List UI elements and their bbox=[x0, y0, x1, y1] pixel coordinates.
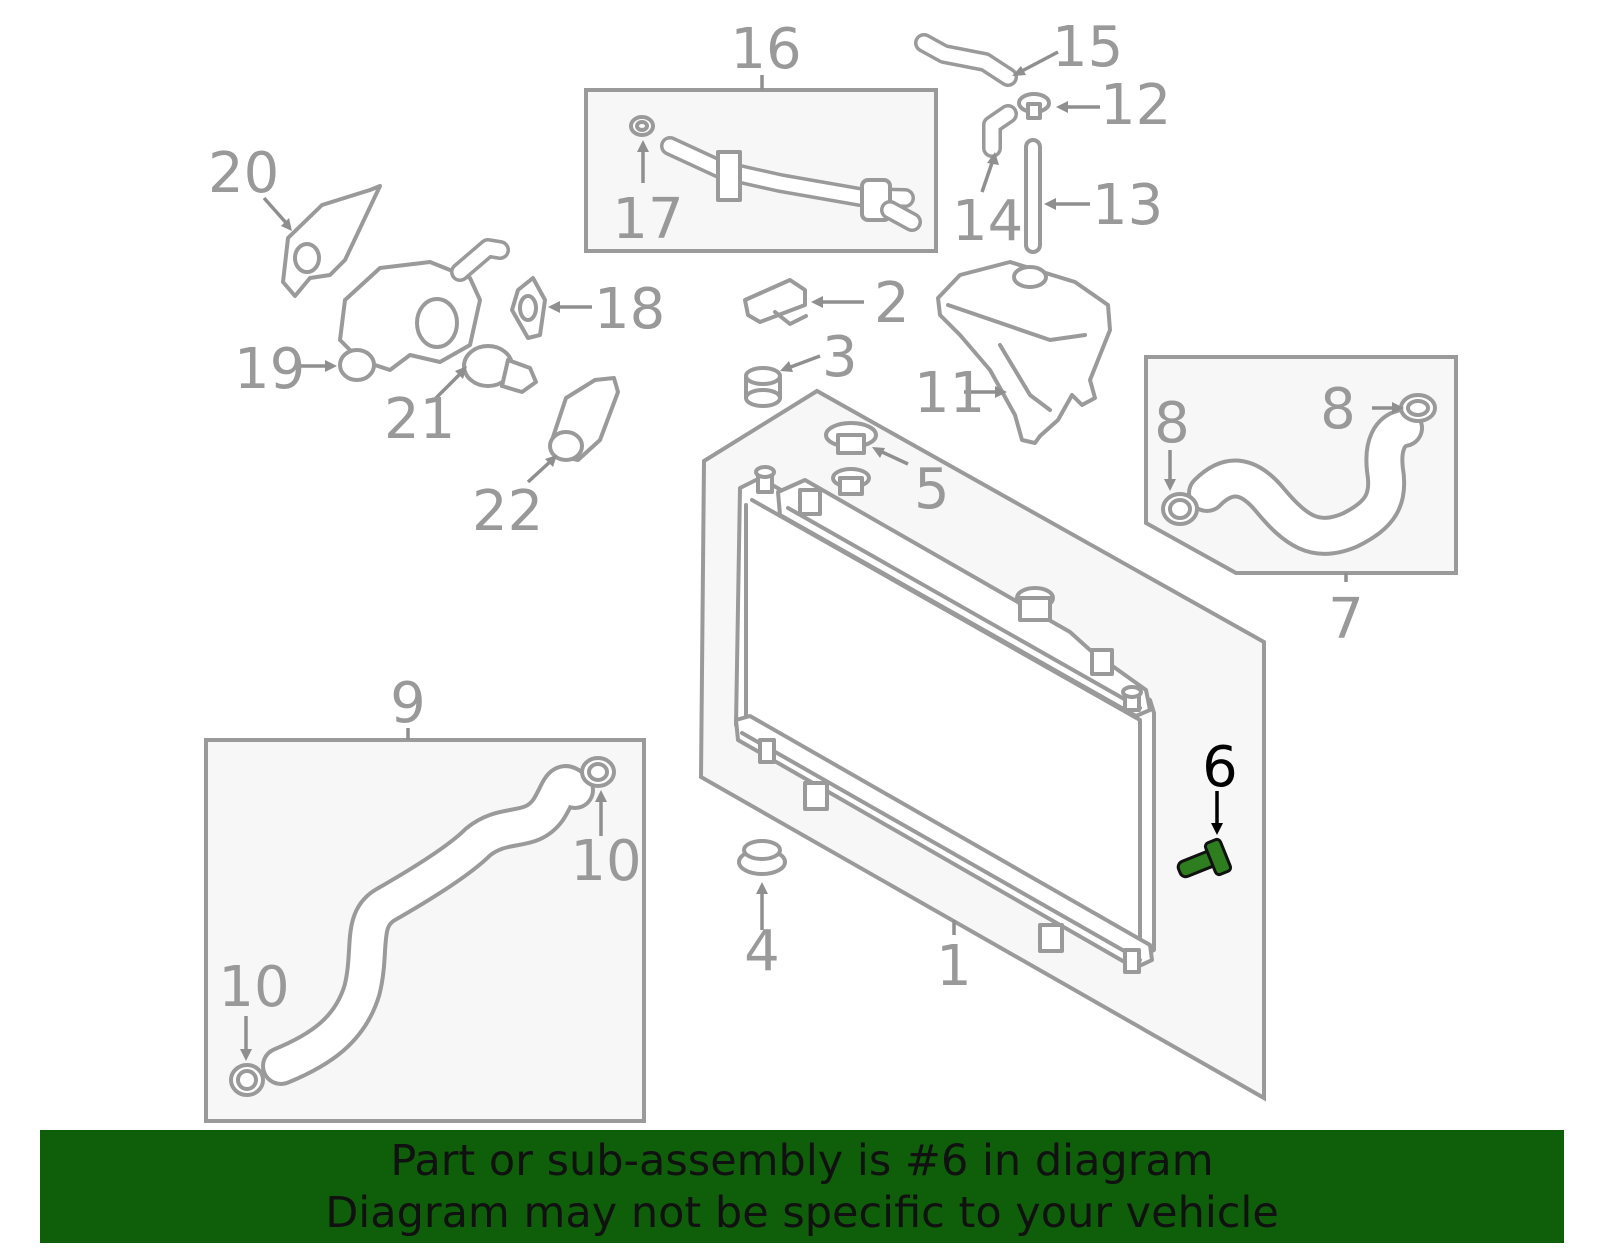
callout-17: 17 bbox=[612, 187, 683, 252]
reservoir-hose-small[interactable] bbox=[982, 104, 1018, 158]
water-pipe[interactable] bbox=[660, 136, 922, 232]
lower-insulator[interactable] bbox=[737, 839, 787, 876]
water-outlet-gasket[interactable] bbox=[281, 184, 382, 298]
callout-9: 9 bbox=[390, 671, 426, 736]
thermostat-gasket[interactable] bbox=[510, 276, 547, 340]
callout-1: 1 bbox=[936, 934, 972, 999]
upper-hose-clamp-left[interactable] bbox=[1161, 492, 1199, 526]
callout-10-bottom: 10 bbox=[218, 955, 289, 1020]
callout-21: 21 bbox=[384, 387, 455, 452]
coolant-temp-housing[interactable] bbox=[548, 376, 620, 462]
callout-12: 12 bbox=[1100, 73, 1171, 138]
drain-plug[interactable] bbox=[1176, 837, 1233, 879]
callout-22: 22 bbox=[472, 479, 543, 544]
callout-13: 13 bbox=[1092, 173, 1163, 238]
callout-4: 4 bbox=[744, 919, 780, 984]
reservoir-tank[interactable] bbox=[936, 260, 1112, 445]
upper-radiator-hose[interactable] bbox=[1187, 408, 1424, 556]
callout-6: 6 bbox=[1202, 735, 1238, 800]
hose-connector[interactable] bbox=[1017, 92, 1051, 120]
upper-hose-clamp-right[interactable] bbox=[1399, 393, 1437, 423]
thermostat[interactable] bbox=[462, 344, 538, 394]
callout-16: 16 bbox=[730, 17, 801, 82]
banner-line-1: Part or sub-assembly is #6 in diagram bbox=[390, 1135, 1214, 1186]
callout-3: 3 bbox=[822, 325, 858, 390]
callout-19: 19 bbox=[234, 337, 305, 402]
radiator[interactable] bbox=[734, 465, 1156, 974]
lower-hose-clamp-bottom[interactable] bbox=[229, 1063, 265, 1097]
callout-20: 20 bbox=[208, 141, 279, 206]
callout-7: 7 bbox=[1328, 587, 1364, 652]
callout-2: 2 bbox=[874, 271, 910, 336]
overflow-pipe[interactable] bbox=[1024, 138, 1042, 254]
pipe-o-ring[interactable] bbox=[629, 115, 655, 137]
radiator-cap[interactable] bbox=[824, 421, 878, 496]
callout-18: 18 bbox=[594, 277, 665, 342]
callout-15: 15 bbox=[1052, 15, 1123, 80]
callout-5: 5 bbox=[914, 457, 950, 522]
callout-10-top: 10 bbox=[570, 829, 641, 894]
callout-11: 11 bbox=[914, 361, 985, 426]
water-outlet-housing[interactable] bbox=[338, 238, 510, 382]
lower-hose-clamp-top[interactable] bbox=[580, 756, 616, 788]
banner-line-2: Diagram may not be specific to your vehi… bbox=[325, 1187, 1279, 1238]
callout-14: 14 bbox=[952, 189, 1023, 254]
upper-insulator[interactable] bbox=[744, 366, 782, 408]
lower-radiator-hose[interactable] bbox=[261, 764, 595, 1086]
reservoir-hose[interactable] bbox=[914, 33, 1018, 87]
upper-bracket[interactable] bbox=[743, 278, 808, 326]
callout-8-right: 8 bbox=[1320, 377, 1356, 442]
info-banner: Part or sub-assembly is #6 in diagram Di… bbox=[40, 1130, 1564, 1243]
callout-8-left: 8 bbox=[1154, 391, 1190, 456]
leader-lines bbox=[240, 50, 1404, 1061]
